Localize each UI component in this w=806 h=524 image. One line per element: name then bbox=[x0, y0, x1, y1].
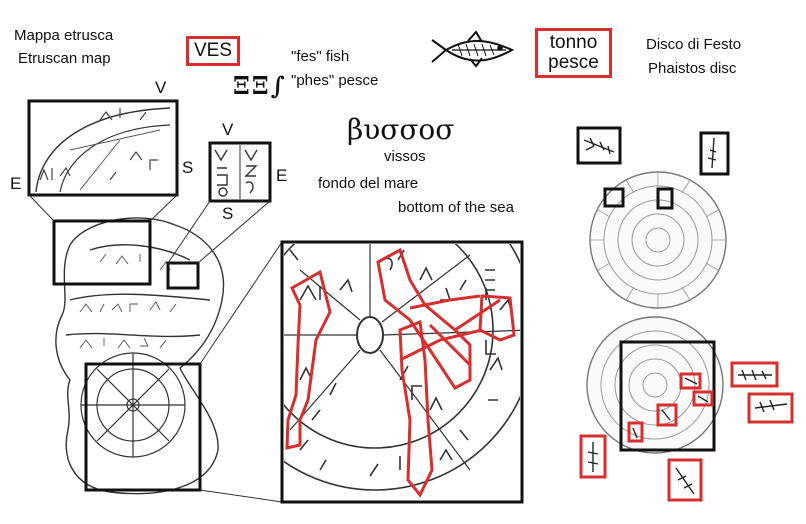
etruscan-map-label-en: Etruscan map bbox=[18, 50, 111, 67]
connector-lines bbox=[28, 194, 283, 503]
dir-s-left: S bbox=[182, 158, 194, 177]
dir-e-small: E bbox=[276, 166, 288, 185]
inset-ves-letters bbox=[208, 141, 272, 203]
fondo-label: fondo del mare bbox=[318, 175, 419, 192]
phaistos-red-fish-glyphs bbox=[587, 369, 788, 495]
vissos-label: vissos bbox=[384, 148, 426, 165]
byssos-word: βυσσοσ bbox=[347, 113, 455, 146]
dir-v-top-left: V bbox=[155, 78, 167, 97]
festo-label-en: Phaistos disc bbox=[648, 60, 737, 77]
festo-label-it: Disco di Festo bbox=[646, 36, 742, 53]
pesce-label: pesce bbox=[548, 52, 599, 73]
etruscan-map-label-it: Mappa etrusca bbox=[14, 27, 114, 44]
fes-fish-label: "fes" fish bbox=[291, 48, 350, 65]
phaistos-fish-glyphs bbox=[583, 137, 717, 169]
zoom-red-traces bbox=[285, 247, 516, 498]
etruscan-map-outline bbox=[55, 217, 225, 495]
tonno-label: tonno bbox=[549, 32, 598, 54]
ves-box: VES bbox=[186, 36, 240, 66]
fish-icon bbox=[431, 30, 515, 68]
map-zoom-box-left bbox=[52, 219, 152, 286]
etruscan-glyphs: ΞΞ∫ bbox=[233, 71, 287, 100]
ves-label: VES bbox=[193, 40, 233, 61]
map-zoom-box-small bbox=[166, 261, 200, 290]
phaistos-disc-bottom bbox=[586, 316, 724, 454]
phaistos-black-boxes bbox=[576, 126, 730, 452]
zoomed-wheel bbox=[280, 240, 524, 504]
phaistos-red-boxes bbox=[579, 361, 794, 502]
etruscan-wheel bbox=[80, 352, 186, 458]
dir-s-small: S bbox=[222, 204, 234, 223]
bottom-label: bottom of the sea bbox=[398, 199, 514, 216]
tonno-pesce-box: tonno pesce bbox=[535, 28, 612, 78]
dir-v-small: V bbox=[222, 120, 234, 139]
phes-pesce-label: "phes" pesce bbox=[291, 72, 379, 89]
inset-top-left bbox=[27, 99, 179, 197]
dir-e-left: E bbox=[10, 174, 22, 193]
map-zoom-box-wheel bbox=[84, 362, 202, 492]
